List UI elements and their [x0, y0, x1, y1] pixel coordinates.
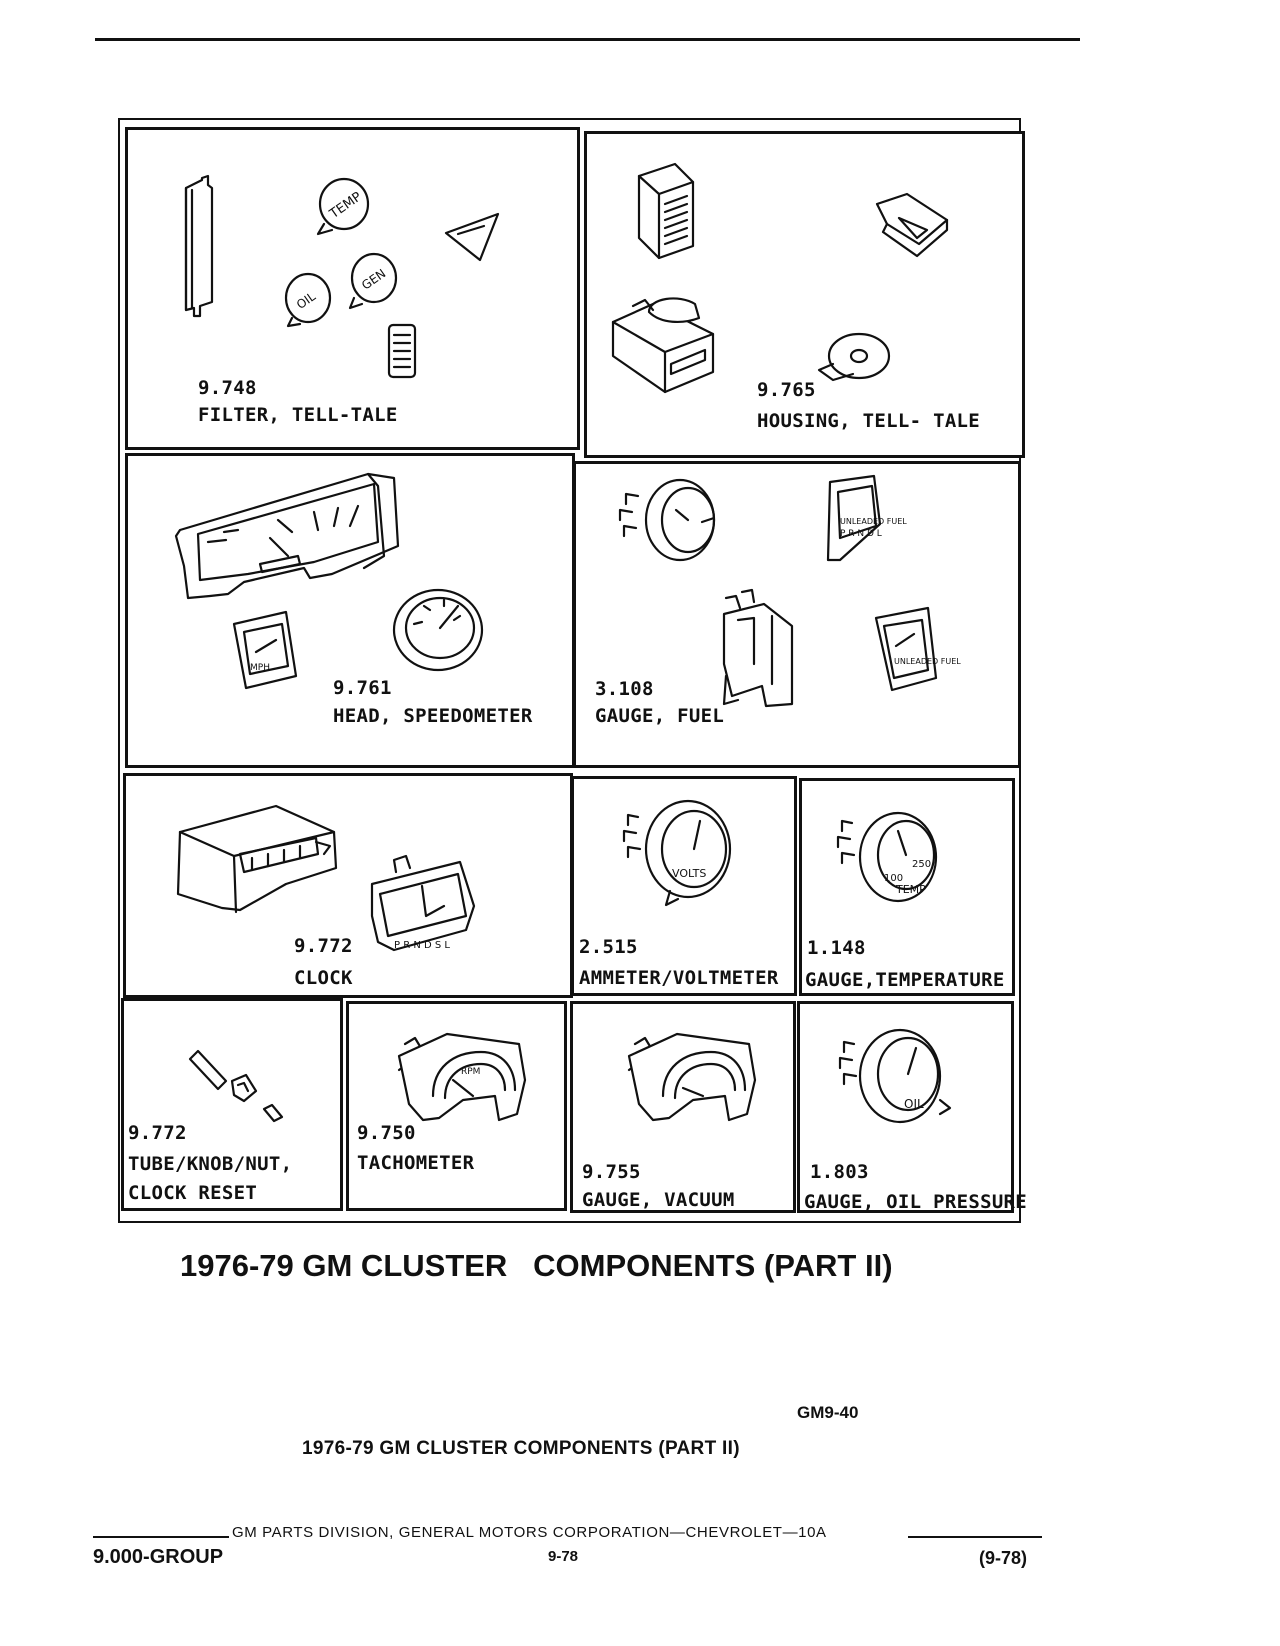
panel-clock[interactable]: P R N D S L 9.772 CLOCK [123, 773, 573, 998]
clock-illustration: P R N D S L [176, 804, 476, 952]
part-name: TACHOMETER [357, 1152, 475, 1174]
fuel-gauge-illustration: UNLEADED FUEL P R N D L UNLEADED FUEL [618, 474, 961, 708]
speedometer-head-illustration: MPH [174, 472, 484, 690]
panel-clock-reset[interactable]: 9.772 TUBE/KNOB/NUT, CLOCK RESET [121, 998, 343, 1211]
part-number: 2.515 [579, 936, 638, 958]
part-name: AMMETER/VOLTMETER [579, 967, 779, 989]
part-name: FILTER, TELL-TALE [198, 404, 398, 426]
part-name: GAUGE, OIL PRESSURE [804, 1191, 1028, 1213]
part-number: 9.772 [294, 935, 353, 957]
oil-pressure-gauge-illustration: OIL [838, 1028, 952, 1124]
rpm-label: RPM [461, 1067, 480, 1077]
part-number: 9.755 [582, 1161, 641, 1183]
footer-date: 9-78 [548, 1548, 579, 1565]
part-name: HOUSING, TELL- TALE [757, 410, 981, 432]
figure-title: 1976-79 GM CLUSTER COMPONENTS (PART II) [180, 1248, 893, 1283]
part-number: 9.772 [128, 1122, 187, 1144]
panel-gauge-fuel[interactable]: UNLEADED FUEL P R N D L UNLEADED FUEL 3.… [573, 461, 1021, 768]
housing-telltale-illustration [611, 162, 949, 394]
footer-rule-left [93, 1536, 229, 1538]
panel-ammeter-voltmeter[interactable]: VOLTS 2.515 AMMETER/VOLTMETER [571, 776, 797, 996]
part-number: 9.765 [757, 379, 816, 401]
part-number: 9.750 [357, 1122, 416, 1144]
tachometer-illustration: RPM [397, 1032, 527, 1122]
part-name-line2: CLOCK RESET [128, 1182, 258, 1204]
part-name-line1: TUBE/KNOB/NUT, [128, 1153, 293, 1175]
unleaded-fuel-label: UNLEADED FUEL [840, 517, 907, 526]
prndsl-label: P R N D S L [394, 940, 450, 951]
clock-reset-illustration [188, 1049, 284, 1123]
mph-label: MPH [250, 663, 270, 673]
footer-division: GM PARTS DIVISION, GENERAL MOTORS CORPOR… [232, 1524, 827, 1541]
header-rule [95, 38, 1080, 41]
footer-rule-right [908, 1536, 1042, 1538]
panel-housing-telltale[interactable]: 9.765 HOUSING, TELL- TALE [584, 131, 1025, 458]
figure-code: GM9-40 [797, 1403, 859, 1422]
vacuum-gauge-illustration [627, 1032, 757, 1122]
panel-head-speedometer[interactable]: MPH 9.761 HEAD, SPEEDOMETER [125, 453, 575, 768]
filter-telltale-illustration: TEMP GEN OIL [184, 174, 500, 379]
volts-label: VOLTS [672, 867, 706, 880]
panel-gauge-temperature[interactable]: 100 250 TEMP 1.148 GAUGE,TEMPERATURE [799, 778, 1015, 996]
oil-label: OIL [904, 1097, 924, 1111]
part-number: 9.761 [333, 677, 392, 699]
temp-100-label: 100 [884, 873, 903, 884]
figure-caption: 1976-79 GM CLUSTER COMPONENTS (PART II) [302, 1438, 740, 1459]
part-number: 3.108 [595, 678, 654, 700]
part-number: 1.148 [807, 937, 866, 959]
part-name: GAUGE,TEMPERATURE [805, 969, 1005, 991]
panel-gauge-vacuum[interactable]: 9.755 GAUGE, VACUUM [570, 1001, 796, 1213]
part-number: 1.803 [810, 1161, 869, 1183]
panel-filter-telltale[interactable]: TEMP GEN OIL 9.748 FILTER, TELL-TALE [125, 127, 580, 450]
part-name: GAUGE, FUEL [595, 705, 725, 727]
temp-250-label: 250 [912, 859, 931, 870]
part-name: CLOCK [294, 967, 353, 989]
footer-revision: (9-78) [979, 1548, 1028, 1568]
part-name: GAUGE, VACUUM [582, 1189, 735, 1211]
footer-group: 9.000-GROUP [93, 1546, 224, 1568]
part-name: HEAD, SPEEDOMETER [333, 705, 533, 727]
unleaded-fuel-label-2: UNLEADED FUEL [894, 657, 961, 666]
ammeter-voltmeter-illustration: VOLTS [622, 799, 732, 907]
prndl-label: P R N D L [840, 529, 882, 539]
temperature-gauge-illustration: 100 250 TEMP [836, 811, 938, 903]
part-number: 9.748 [198, 377, 257, 399]
temp-label: TEMP [895, 883, 926, 896]
panel-tachometer[interactable]: RPM 9.750 TACHOMETER [346, 1001, 567, 1211]
panel-gauge-oil-pressure[interactable]: OIL 1.803 GAUGE, OIL PRESSURE [797, 1001, 1027, 1213]
